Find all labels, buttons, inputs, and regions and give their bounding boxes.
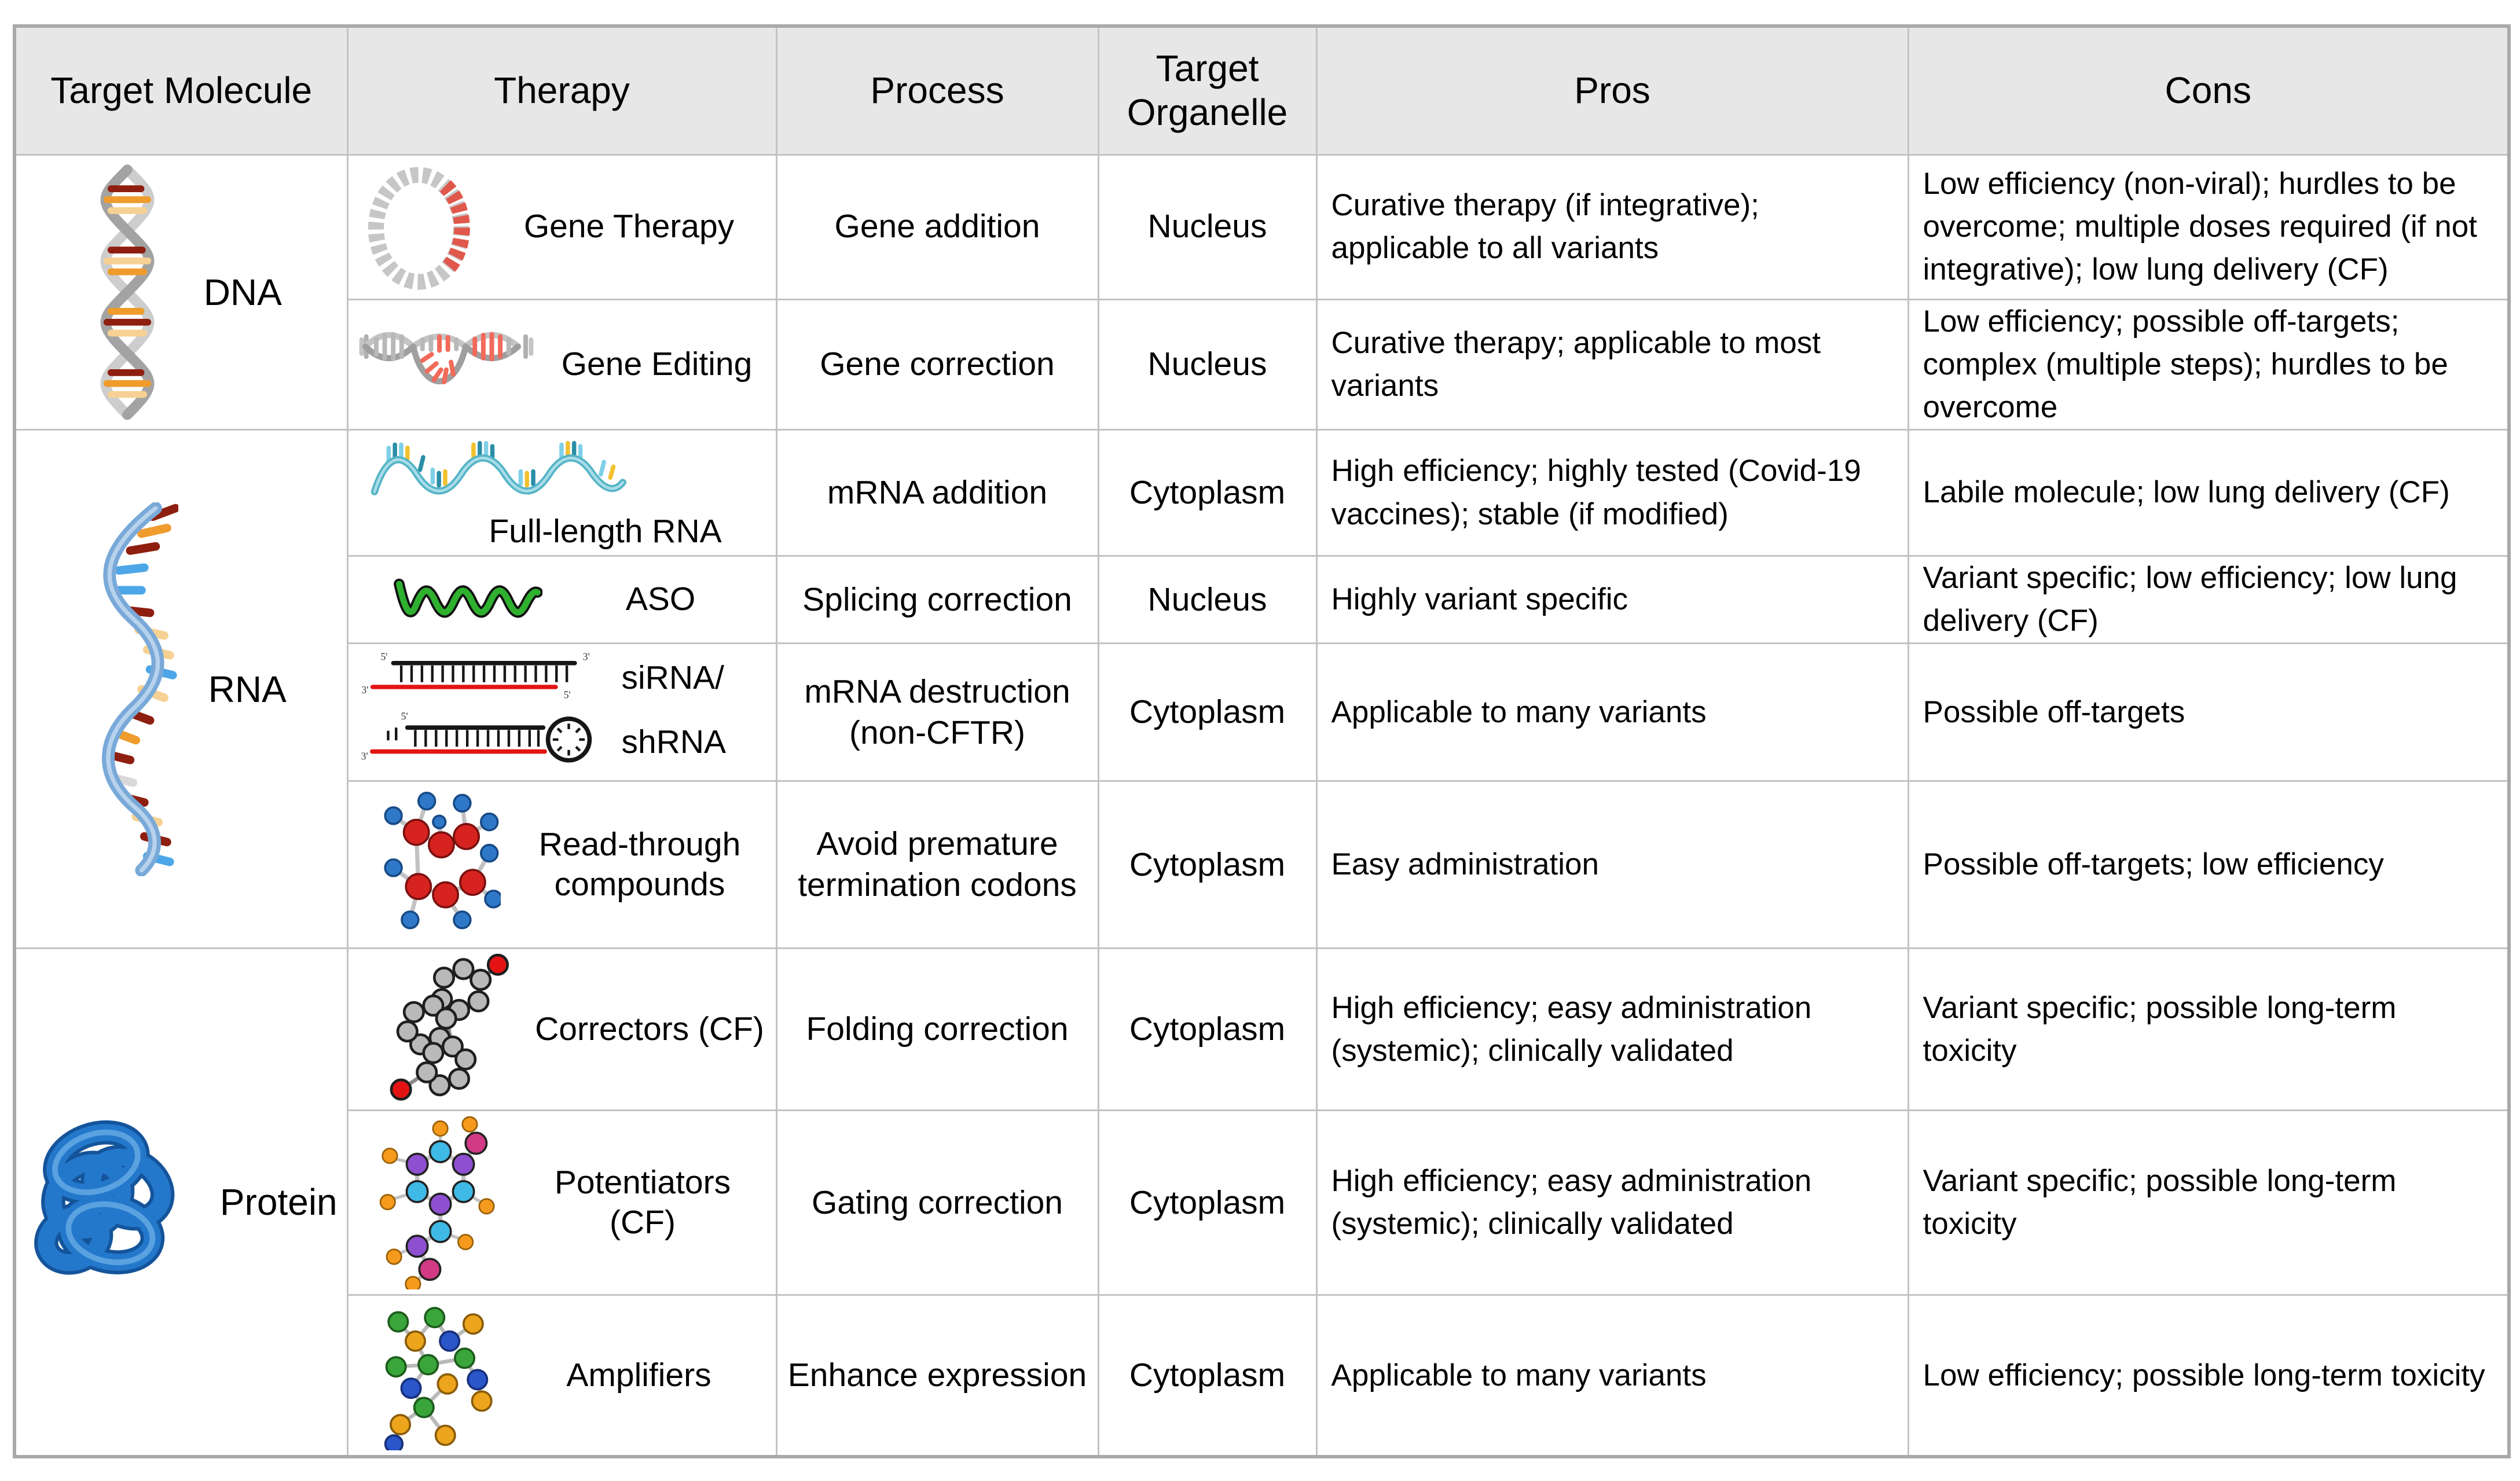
col-header-therapy: Therapy xyxy=(346,25,777,156)
molecule-cell-rna: RNA xyxy=(13,429,349,950)
cons-cell: Variant specific; low efficiency; low lu… xyxy=(1907,555,2510,645)
potentiators-molecule-icon xyxy=(379,1116,495,1290)
amplifiers-molecule-icon xyxy=(384,1307,493,1451)
prime-label: 5' xyxy=(380,651,387,663)
table-row: DNA Gene Therapy Gene addition Nucleus C… xyxy=(13,153,2510,431)
cons-cell: Possible off-targets xyxy=(1907,642,2510,782)
read-through-molecule-icon xyxy=(383,792,501,930)
therapy-label: siRNA/ xyxy=(621,659,724,696)
therapy-cell-amplifiers: Amplifiers xyxy=(346,1294,777,1458)
organelle-cell: Cytoplasm xyxy=(1097,1294,1318,1458)
organelle-cell: Cytoplasm xyxy=(1097,1109,1318,1296)
cons-cell: Variant specific; possible long-term tox… xyxy=(1907,1109,2510,1296)
therapy-cell-correctors: Correctors (CF) xyxy=(346,947,777,1112)
correctors-molecule-icon xyxy=(390,954,509,1101)
therapy-cell-gene-editing: Gene Editing xyxy=(346,298,777,431)
pros-cell: Easy administration xyxy=(1315,780,1909,950)
table-row: 5' 3' 3' 5' siRNA/ 5' xyxy=(14,642,2510,782)
process-cell: Gene addition xyxy=(775,153,1099,300)
prime-label: 3' xyxy=(361,751,368,762)
organelle-cell: Nucleus xyxy=(1097,555,1318,645)
process-cell: Avoid premature termination codons xyxy=(775,780,1099,950)
col-header-process: Process xyxy=(775,25,1099,156)
pros-cell: Applicable to many variants xyxy=(1315,642,1909,782)
therapy-cell-gene-therapy: Gene Therapy xyxy=(346,153,777,300)
col-header-target-molecule: Target Molecule xyxy=(13,25,349,156)
cons-cell: Labile molecule; low lung delivery (CF) xyxy=(1907,429,2510,557)
prime-label: 5' xyxy=(563,689,570,701)
table-row: RNA xyxy=(13,429,2510,950)
therapy-label: Gene Therapy xyxy=(523,208,735,245)
col-header-cons: Cons xyxy=(1907,25,2510,156)
prime-label: 5' xyxy=(401,711,408,722)
protein-knot-icon xyxy=(34,1120,175,1275)
table-row: Protein xyxy=(13,947,2510,1458)
organelle-cell: Nucleus xyxy=(1097,153,1318,300)
process-cell: mRNA destruction (non-CFTR) xyxy=(775,642,1099,782)
organelle-cell: Cytoplasm xyxy=(1097,780,1318,950)
molecule-label: DNA xyxy=(203,271,282,313)
process-cell: Folding correction xyxy=(775,947,1099,1112)
table-row: ASO Splicing correction Nucleus Highly v… xyxy=(14,555,2510,645)
sirna-icon: 5' 3' 3' 5' xyxy=(361,651,589,701)
molecule-cell-dna: DNA xyxy=(13,153,349,431)
col-header-pros: Pros xyxy=(1315,25,1909,156)
organelle-cell: Cytoplasm xyxy=(1097,947,1318,1112)
aso-icon xyxy=(393,578,542,618)
table-row: Amplifiers Enhance expression Cytoplasm … xyxy=(14,1294,2510,1458)
cons-cell: Low efficiency (non-viral); hurdles to b… xyxy=(1907,153,2510,300)
process-cell: Gene correction xyxy=(775,298,1099,431)
cons-cell: Possible off-targets; low efficiency xyxy=(1907,780,2510,950)
pros-cell: Highly variant specific xyxy=(1315,555,1909,645)
gene-editing-icon xyxy=(359,332,533,385)
therapy-label: Amplifiers xyxy=(566,1357,711,1394)
therapy-cell-read-through: Read-through compounds xyxy=(346,780,777,950)
table-row: Potentiators (CF) Gating correction Cyto… xyxy=(14,1109,2510,1296)
organelle-cell: Cytoplasm xyxy=(1097,429,1318,557)
therapy-label: Full-length RNA xyxy=(489,513,722,550)
pros-cell: Curative therapy; applicable to most var… xyxy=(1315,298,1909,431)
prime-label: 3' xyxy=(582,651,589,663)
cons-cell: Low efficiency; possible off-targets; co… xyxy=(1907,298,2510,431)
dna-double-helix-icon xyxy=(100,164,155,420)
therapy-cell-aso: ASO xyxy=(346,555,777,645)
process-cell: Splicing correction xyxy=(775,555,1099,645)
therapy-label: ASO xyxy=(625,580,696,618)
table-row: Read-through compounds Avoid premature t… xyxy=(14,780,2510,950)
molecule-cell-protein: Protein xyxy=(13,947,349,1458)
pros-cell: High efficiency; easy administration (sy… xyxy=(1315,947,1909,1112)
process-cell: Enhance expression xyxy=(775,1294,1099,1458)
therapy-label: Correctors (CF) xyxy=(535,1010,764,1048)
therapy-cell-full-length-rna: Full-length RNA xyxy=(346,429,777,557)
therapy-label: shRNA xyxy=(621,723,727,761)
table-row: Gene Editing Gene correction Nucleus Cur… xyxy=(14,298,2510,431)
therapy-label: Potentiators (CF) xyxy=(554,1163,731,1241)
cons-cell: Low efficiency; possible long-term toxic… xyxy=(1907,1294,2510,1458)
pros-cell: Applicable to many variants xyxy=(1315,1294,1909,1458)
molecule-label: RNA xyxy=(208,668,287,710)
process-cell: Gating correction xyxy=(775,1109,1099,1296)
organelle-cell: Cytoplasm xyxy=(1097,642,1318,782)
cons-cell: Variant specific; possible long-term tox… xyxy=(1907,947,2510,1112)
mrna-strand-icon xyxy=(371,440,626,495)
process-cell: mRNA addition xyxy=(775,429,1099,557)
molecule-label: Protein xyxy=(219,1181,338,1223)
therapy-label: Read-through compounds xyxy=(538,825,741,903)
therapy-comparison-table: Target Molecule Therapy Process Target O… xyxy=(13,24,2511,1459)
shrna-icon: 5' 3' xyxy=(361,711,592,763)
therapy-cell-potentiators: Potentiators (CF) xyxy=(346,1109,777,1296)
therapy-cell-sirna-shrna: 5' 3' 3' 5' siRNA/ 5' xyxy=(346,642,777,782)
col-header-target-organelle: Target Organelle xyxy=(1097,25,1318,156)
pros-cell: High efficiency; easy administration (sy… xyxy=(1315,1109,1909,1296)
organelle-cell: Nucleus xyxy=(1097,298,1318,431)
pros-cell: High efficiency; highly tested (Covid-19… xyxy=(1315,429,1909,557)
rna-strand-icon xyxy=(101,502,178,876)
plasmid-icon xyxy=(368,167,470,290)
pros-cell: Curative therapy (if integrative); appli… xyxy=(1315,153,1909,300)
therapy-label: Gene Editing xyxy=(561,346,753,383)
prime-label: 3' xyxy=(361,684,368,696)
